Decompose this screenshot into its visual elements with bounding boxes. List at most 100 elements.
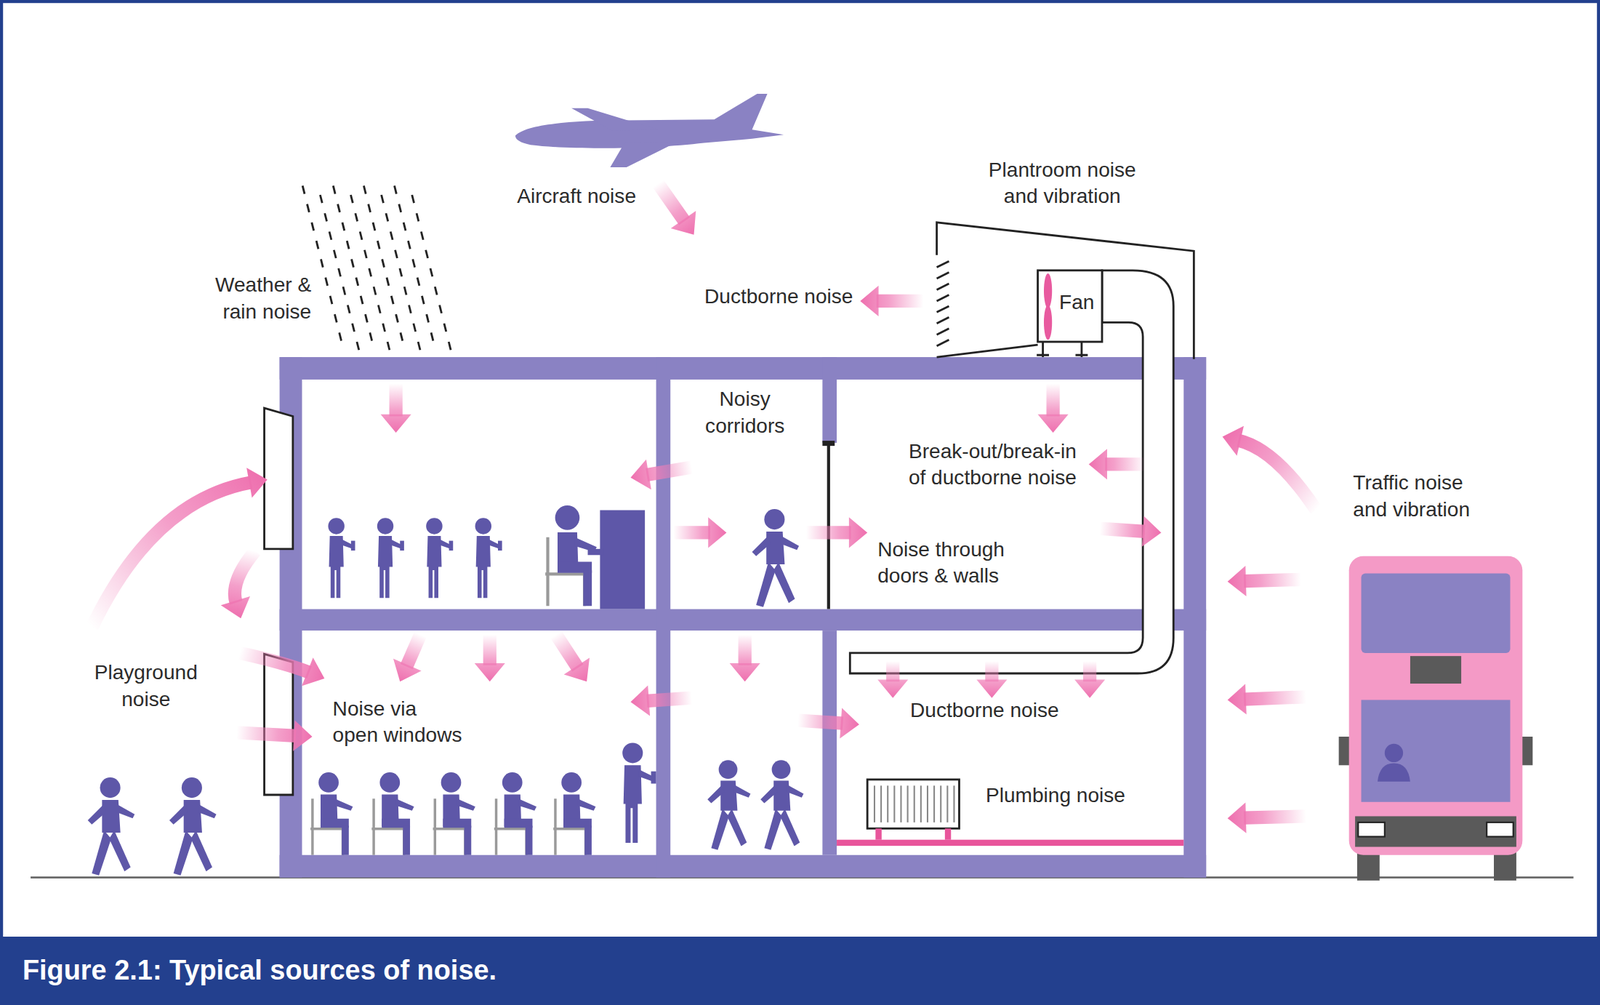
rain-dashes [316,240,319,249]
rain-dashes [407,240,410,249]
noise-arrow [393,658,422,682]
rain-dashes [378,305,381,314]
noise-arrow [876,294,924,308]
bus [1377,762,1411,781]
noise-arrow [1074,678,1105,698]
noise-arrow [236,720,313,751]
rain-dashes [420,231,424,240]
rain-dashes [320,258,323,267]
noise-arrow [630,685,692,717]
rain-dashes [307,204,310,213]
bus [1486,822,1513,837]
rain-dashes [330,295,333,304]
noise-arrow [1227,565,1302,597]
noise-arrow [406,634,421,667]
noise-label: Traffic noise and vibration [1352,468,1491,522]
noise-label: Weather & rain noise [197,271,312,325]
rain-dashes [412,194,415,203]
rain-dashes [417,277,420,286]
piano [599,510,645,610]
noise-arrow [1074,660,1105,698]
people [622,742,656,842]
rain-dashes [359,231,363,240]
rain-dashes [368,204,371,213]
noise-arrow [239,652,325,686]
noise-arrow [976,678,1007,698]
bus [1355,815,1517,847]
people [169,777,217,876]
rain-dashes [352,323,355,332]
noise-arrow [393,634,422,682]
noise-arrow [1243,696,1307,699]
rain-dashes [444,323,447,332]
fan-unit [1043,273,1052,309]
noise-arrow [798,707,860,738]
school-building [822,630,837,855]
radiator [836,779,1184,846]
noise-arrow [1243,579,1302,581]
louvre-hatching [937,306,950,312]
school-building [656,356,671,878]
rain-dashes [403,222,406,231]
noise-label: Noisy corridors [694,385,797,439]
bus [1384,743,1403,762]
rain-dashes [346,240,349,249]
noise-arrow [220,596,251,618]
rain-dashes [395,250,398,259]
rain-dashes [404,286,407,295]
open-window [264,407,293,549]
rain-dashes [302,185,305,194]
rain-dashes [430,268,433,277]
noise-arrow [859,285,924,317]
noise-arrow [1227,802,1307,834]
rain-dashes [391,295,394,304]
noise-arrow [673,525,711,539]
rain-dashes [412,258,416,267]
noise-arrow [806,525,852,539]
noise-arrow [839,707,860,738]
bus [1339,556,1534,881]
bus [1361,699,1511,802]
rain-dashes [343,286,346,295]
noise-label: Fan [1059,288,1100,315]
noise-arrow [630,459,692,490]
radiator [933,785,935,823]
noise-arrow [246,467,268,498]
piano [588,510,646,610]
rain-dashes [364,250,367,259]
noise-arrow [564,657,590,682]
school-building [1183,356,1206,878]
noise-arrow [849,516,868,548]
noise-arrow [1238,440,1317,511]
bus [1410,655,1462,684]
rain-dashes [413,323,416,332]
school-building [279,356,1207,380]
noise-arrow [1038,383,1069,433]
rain-dashes [363,185,366,194]
rain-dashes [434,286,437,295]
people [87,505,804,876]
aircraft [571,108,658,131]
radiator [945,827,951,839]
noise-arrow [1227,683,1247,714]
radiator [875,827,882,839]
rain-dashes [319,194,323,203]
noise-arrow [646,467,693,475]
aircraft [515,93,784,149]
noise-arrow [985,660,999,682]
noise-arrow [630,685,650,717]
noise-arrow [886,660,900,682]
rain-dashes [426,314,429,323]
school-building [279,609,1207,631]
people [707,759,751,850]
noise-arrows [91,183,1316,834]
radiator [926,785,929,823]
rain-dashes [383,323,386,332]
fan-unit [1036,341,1088,357]
rain-dashes [373,286,376,295]
noise-arrow [708,516,727,548]
fan-unit [1043,305,1052,341]
noise-arrow [1083,660,1097,682]
rain-dashes [386,212,389,221]
people [327,517,355,598]
